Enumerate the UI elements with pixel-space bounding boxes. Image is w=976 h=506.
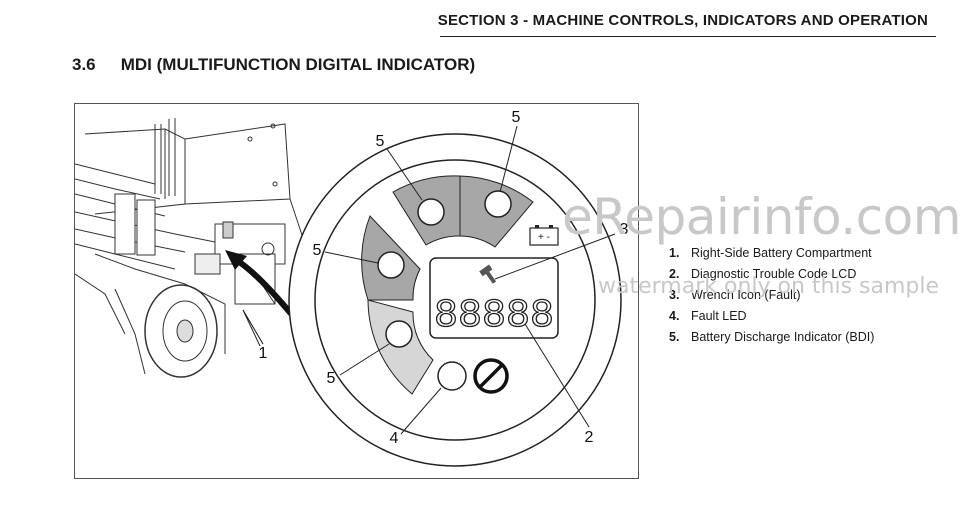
- legend-num: 4.: [669, 309, 680, 323]
- callout-5-upper: 5: [376, 133, 385, 150]
- legend-num: 2.: [669, 267, 680, 281]
- callout-5-lower: 5: [327, 370, 336, 387]
- legend-item: 2. Diagnostic Trouble Code LCD: [669, 264, 874, 285]
- lcd-digits: 88888: [434, 294, 554, 339]
- legend-list: 1. Right-Side Battery Compartment 2. Diagn…: [669, 243, 874, 348]
- mdi-gauge: 88888 + -: [288, 133, 622, 467]
- legend-label: Fault LED: [691, 309, 747, 323]
- battery-icon: [529, 227, 559, 246]
- leader-lines: [242, 125, 616, 435]
- legend-item: 4. Fault LED: [669, 306, 874, 327]
- legend-num: 5.: [669, 330, 680, 344]
- section-number: 3.6: [72, 55, 96, 74]
- legend-item: 3. Wrench Icon (Fault): [669, 285, 874, 306]
- watermark-note: watermark only on this sample: [598, 274, 940, 299]
- legend-label: Right-Side Battery Compartment: [691, 246, 872, 260]
- battery-symbol: + -: [538, 232, 550, 243]
- callout-5-top: 5: [512, 109, 521, 126]
- callout-1: 1: [259, 345, 268, 362]
- callout-3: 3: [620, 221, 629, 238]
- wrench-icon: [479, 264, 497, 284]
- mdi-illustration: 88888 + -: [75, 109, 629, 467]
- machine-drawing: [75, 118, 306, 378]
- callout-4: 4: [390, 430, 399, 447]
- section-heading-title: MDI (MULTIFUNCTION DIGITAL INDICATOR): [120, 55, 476, 74]
- mdi-figure: 88888 + -: [74, 103, 639, 479]
- trouble-code-lcd: [429, 257, 559, 339]
- legend-num: 1.: [669, 246, 680, 260]
- header-rule: [440, 36, 936, 37]
- watermark-site: eRepairinfo.com: [562, 188, 961, 246]
- legend-num: 3.: [669, 288, 680, 302]
- legend-item: 5. Battery Discharge Indicator (BDI): [669, 327, 874, 348]
- legend-label: Diagnostic Trouble Code LCD: [691, 267, 857, 281]
- section-heading: 3.6 MDI (MULTIFUNCTION DIGITAL INDICATOR…: [72, 55, 475, 75]
- legend-label: Wrench Icon (Fault): [691, 288, 801, 302]
- callout-5-mid: 5: [313, 242, 322, 259]
- legend-label: Battery Discharge Indicator (BDI): [691, 330, 875, 344]
- fault-led: [437, 361, 467, 391]
- callout-2: 2: [585, 429, 594, 446]
- legend-item: 1. Right-Side Battery Compartment: [669, 243, 874, 264]
- section-title: SECTION 3 - MACHINE CONTROLS, INDICATORS…: [437, 12, 928, 29]
- prohibition-icon: [473, 358, 509, 394]
